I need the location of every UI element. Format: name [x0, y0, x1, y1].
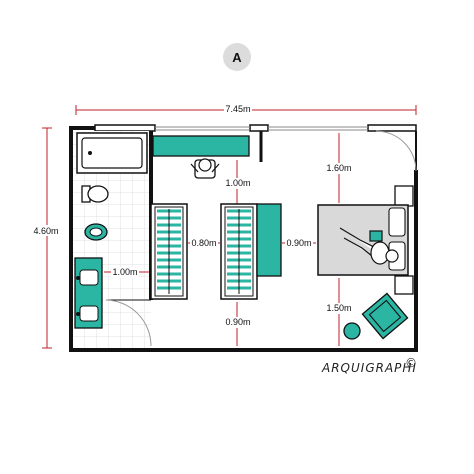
person-reading	[339, 227, 399, 265]
armchair	[361, 292, 409, 340]
desk	[152, 135, 250, 157]
top-window	[268, 126, 368, 131]
bath-passage-dimension: 1.00m	[104, 267, 149, 278]
closet-bottom-gap-dimension: 0.90m	[224, 302, 252, 346]
bidet	[84, 223, 108, 241]
closet-top-gap-dimension: 1.00m	[224, 160, 252, 205]
nightstand-bottom	[394, 275, 414, 295]
closet-right-hangers	[227, 209, 251, 294]
between-closets-dimension: 0.80m	[188, 238, 220, 249]
svg-text:0.80m: 0.80m	[191, 238, 216, 248]
bed-top-gap-dimension: 1.60m	[325, 133, 355, 203]
closet-left-hangers	[157, 209, 181, 294]
svg-text:1.50m: 1.50m	[326, 303, 351, 313]
outer-walls	[69, 126, 418, 352]
bed-bottom-gap-dimension: 1.50m	[325, 278, 355, 346]
desk-chair	[190, 158, 220, 179]
total-width-dimension: 7.45m	[75, 104, 417, 115]
svg-text:0.90m: 0.90m	[286, 238, 311, 248]
bathtub	[76, 132, 148, 174]
svg-text:7.45m: 7.45m	[225, 104, 250, 114]
svg-text:0.90m: 0.90m	[225, 317, 250, 327]
total-height-dimension: 4.60m	[30, 127, 62, 349]
side-table	[343, 322, 361, 340]
plan-badge: A	[223, 43, 251, 71]
svg-text:1.00m: 1.00m	[112, 267, 137, 277]
nightstand-top	[394, 185, 414, 207]
double-vanity	[74, 257, 103, 329]
svg-text:©: ©	[405, 356, 418, 370]
svg-text:1.60m: 1.60m	[326, 163, 351, 173]
svg-text:4.60m: 4.60m	[33, 226, 58, 236]
svg-text:1.00m: 1.00m	[225, 178, 250, 188]
svg-text:ARQUIGRAPHI: ARQUIGRAPHI	[321, 361, 417, 375]
closet-to-bed-dimension: 0.90m	[282, 238, 316, 249]
svg-text:A: A	[232, 50, 242, 65]
entry-door	[375, 130, 417, 172]
left-top-window	[155, 126, 250, 131]
toilet	[81, 185, 109, 203]
bed	[317, 204, 409, 276]
brand-signature: ARQUIGRAPHI ©	[321, 356, 418, 375]
